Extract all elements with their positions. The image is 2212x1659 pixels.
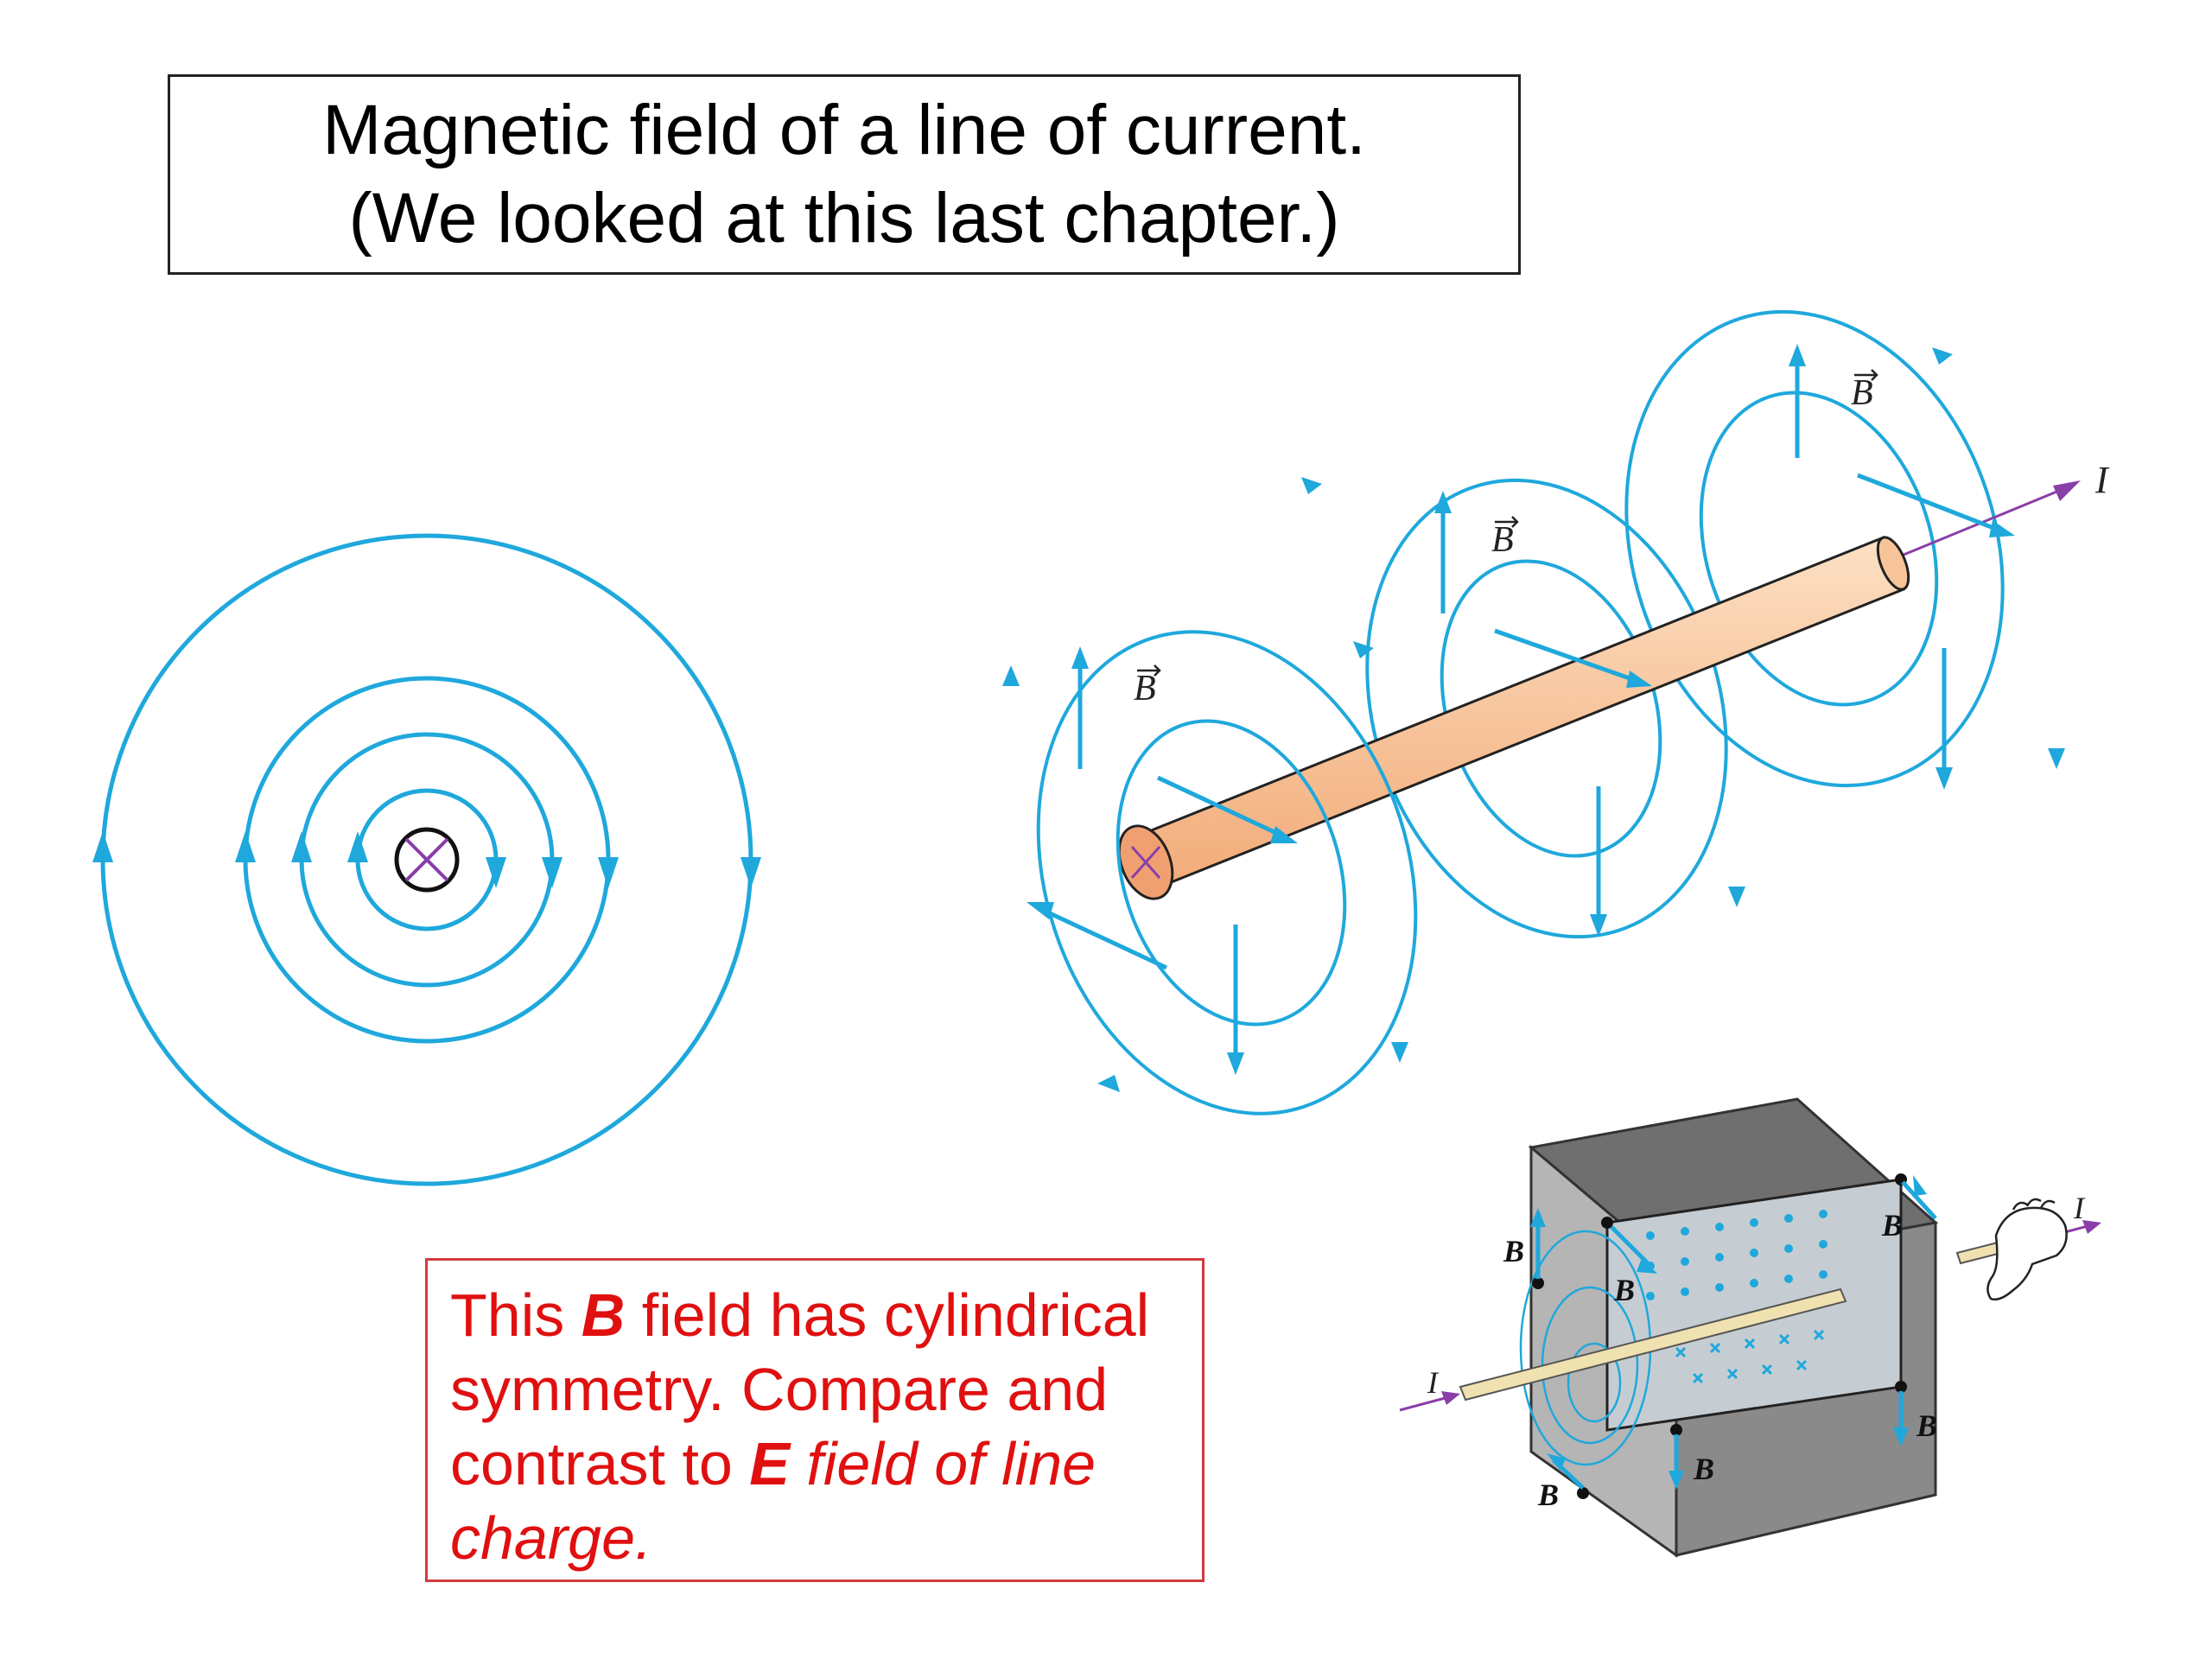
arrow-down-icon [1590, 914, 1607, 937]
arrow-up-icon [1434, 491, 1452, 513]
arrow-down-icon [741, 857, 761, 888]
arrow-down-icon [1669, 1471, 1684, 1490]
arrow-right-icon [1270, 826, 1298, 843]
e-field-symbol: E [749, 1430, 790, 1497]
title-box: Magnetic field of a line of current. (We… [168, 74, 1521, 275]
arrow-down-icon [598, 857, 619, 888]
arrow-down-icon [1227, 1052, 1244, 1075]
arrow-icon [1728, 887, 1745, 907]
current-arrow-icon [2053, 480, 2081, 501]
arrow-icon [1547, 1453, 1566, 1471]
note-text-2: field has cylindrical symmetry. Compare … [450, 1281, 1150, 1497]
arrow-up-icon [235, 831, 256, 862]
arrow-icon [1637, 1258, 1657, 1274]
arrow-icon [1002, 665, 1020, 686]
field-vector [1156, 775, 1289, 841]
wire [1117, 536, 1910, 900]
title-line-2: (We looked at this last chapter.) [348, 179, 1340, 257]
field-label: B [1881, 1208, 1903, 1243]
field-label: B [1503, 1234, 1524, 1268]
arrow-icon [1391, 1042, 1408, 1063]
concentric-field-diagram [92, 533, 761, 1186]
field-vector [1494, 628, 1643, 685]
box-cutaway [1605, 1178, 1903, 1432]
title-line-1: Magnetic field of a line of current. [322, 91, 1366, 169]
arrow-icon [2048, 748, 2065, 769]
wire-field-diagram: B B B I [1002, 309, 2110, 1116]
field-loop-far [1624, 309, 2005, 788]
arrow-icon [1301, 477, 1322, 494]
field-label: B [1693, 1452, 1714, 1486]
arrow-left-icon [1027, 902, 1054, 919]
note-text-3: field of line charge. [450, 1430, 1096, 1572]
arrow-down-icon [1936, 767, 1953, 790]
field-label: B [1491, 520, 1514, 560]
current-into-page-icon [394, 827, 460, 893]
arrow-right-icon [1989, 520, 2015, 537]
arrow-down-icon [542, 857, 563, 888]
note-text-1: This [450, 1281, 582, 1349]
arrow-up-icon [291, 831, 312, 862]
wire [1459, 1287, 1847, 1402]
ampere-box-diagram: B B B B B B I I [1399, 1097, 2101, 1558]
arrow-icon [1913, 1175, 1927, 1196]
vector-arrow-icon [1137, 369, 1878, 677]
field-label: B [1851, 373, 1873, 413]
arrow-icon [1353, 641, 1374, 658]
current-arrow-icon [2082, 1220, 2101, 1234]
field-label: B [1134, 669, 1156, 709]
field-label: B [1537, 1478, 1559, 1512]
field-loop-near [1036, 630, 1418, 1116]
current-label: I [1427, 1365, 1440, 1400]
arrow-down-icon [1893, 1427, 1909, 1446]
arrow-down-icon [486, 857, 506, 888]
arrow-icon [1097, 1075, 1120, 1092]
field-label: B [1916, 1408, 1937, 1443]
arrow-up-icon [1071, 646, 1089, 669]
current-arrow-icon [1441, 1391, 1460, 1405]
current-label: I [2094, 459, 2110, 501]
field-vector [1035, 905, 1168, 970]
arrow-icon [1932, 347, 1953, 365]
current-label: I [2073, 1191, 2086, 1225]
arrow-up-icon [92, 831, 113, 862]
field-label: B [1613, 1273, 1635, 1307]
field-vector [1857, 473, 2005, 535]
arrow-up-icon [1789, 344, 1806, 366]
arrow-right-icon [1626, 671, 1652, 688]
b-field-symbol: B [581, 1281, 626, 1349]
arrow-up-icon [347, 831, 368, 862]
note-box: This B field has cylindrical symmetry. C… [425, 1258, 1205, 1582]
right-hand-icon [1986, 1198, 2068, 1301]
arrow-up-icon [1530, 1208, 1546, 1227]
